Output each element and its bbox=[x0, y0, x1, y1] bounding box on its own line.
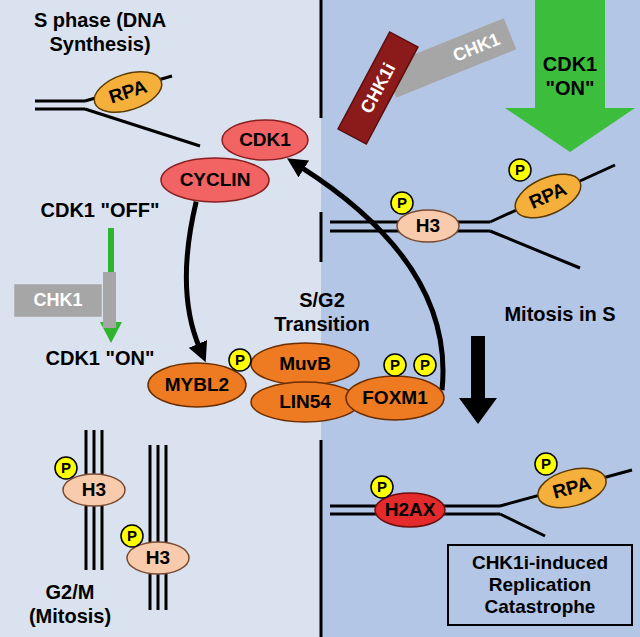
replication-fork bbox=[330, 470, 632, 536]
complex-ellipse: MYBL2 bbox=[147, 362, 247, 408]
cdk1-ellipse: CDK1 bbox=[221, 119, 309, 161]
panel-label: S/G2 Transition bbox=[267, 288, 377, 336]
node-label: CYCLIN bbox=[180, 169, 251, 191]
phospho-badge: P bbox=[413, 353, 437, 377]
chromatin bbox=[86, 430, 166, 610]
phospho-badge: P bbox=[54, 456, 78, 480]
s-phase-panel bbox=[0, 0, 321, 637]
complex-ellipse: FOXM1 bbox=[345, 375, 445, 421]
progression-arrow bbox=[459, 336, 497, 424]
phospho-badge: P bbox=[383, 353, 407, 377]
node-label: H2AX bbox=[385, 499, 436, 521]
phospho-badge: P bbox=[370, 475, 394, 499]
node-label: MuvB bbox=[279, 353, 331, 375]
activation-arrow bbox=[505, 0, 635, 152]
node-label: CHK1i-induced Replication Catastrophe bbox=[447, 552, 633, 618]
node-label: FOXM1 bbox=[362, 387, 427, 409]
node-label: P bbox=[235, 351, 245, 368]
node-label: P bbox=[515, 161, 525, 178]
complex-ellipse: MuvB bbox=[250, 342, 360, 386]
node-label: P bbox=[541, 455, 551, 472]
node-label: H3 bbox=[416, 215, 440, 237]
node-label: P bbox=[420, 356, 430, 373]
outcome-box: CHK1i-induced Replication Catastrophe bbox=[447, 544, 633, 626]
rpa-ellipse: RPA bbox=[88, 63, 168, 121]
complex-ellipse: LIN54 bbox=[250, 381, 360, 423]
inhibitor-bar: CHK1 bbox=[14, 284, 102, 317]
phospho-badge: P bbox=[534, 452, 558, 476]
phospho-badge: P bbox=[508, 158, 532, 182]
phospho-badge: P bbox=[390, 191, 414, 215]
node-label: P bbox=[377, 478, 387, 495]
node-label: P bbox=[127, 527, 137, 544]
panel-label: CDK1 "ON" bbox=[25, 346, 175, 370]
node-label: P bbox=[390, 356, 400, 373]
inhibition-tee bbox=[103, 272, 116, 328]
phospho-badge: P bbox=[120, 524, 144, 548]
node-label: CHK1 bbox=[33, 290, 82, 311]
cycle-arrow bbox=[186, 202, 199, 348]
cyclin-ellipse: CYCLIN bbox=[160, 157, 270, 203]
replication-fork bbox=[330, 165, 615, 268]
node-label: CDK1 bbox=[239, 129, 291, 151]
node-label: LIN54 bbox=[279, 391, 331, 413]
panel-label: S phase (DNA Synthesis) bbox=[0, 8, 200, 56]
phospho-badge: P bbox=[228, 348, 252, 372]
panel-label: G2/M (Mitosis) bbox=[15, 580, 125, 628]
panel-label: Mitosis in S bbox=[485, 302, 635, 326]
panel-label: CDK1 "OFF" bbox=[25, 198, 175, 222]
node-label: H3 bbox=[82, 479, 106, 501]
node-label: P bbox=[397, 194, 407, 211]
node-label: MYBL2 bbox=[165, 374, 229, 396]
node-label: P bbox=[61, 459, 71, 476]
node-label: H3 bbox=[146, 547, 170, 569]
panel-label: CDK1 "ON" bbox=[535, 52, 605, 100]
